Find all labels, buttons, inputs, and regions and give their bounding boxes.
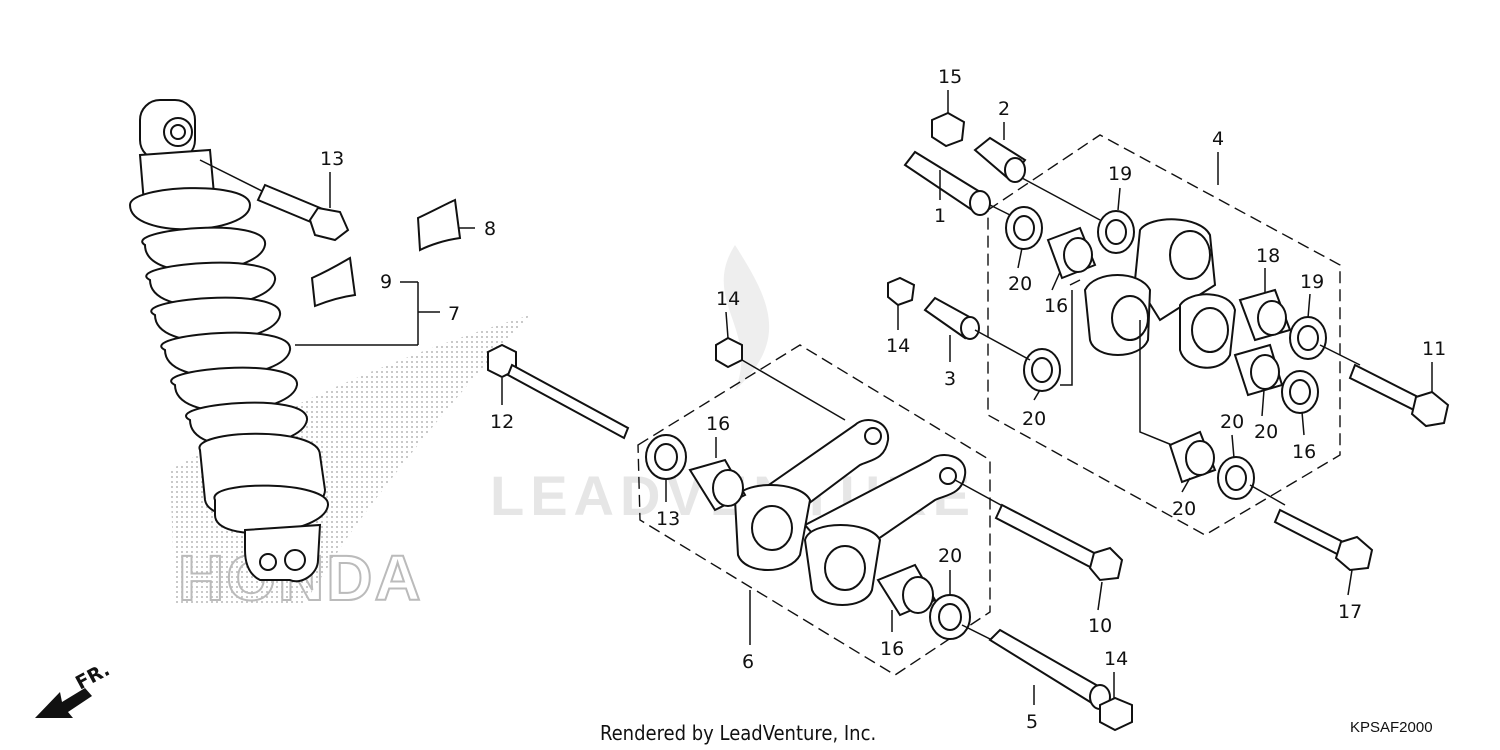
callout-4: 4 bbox=[1212, 128, 1224, 150]
collar-3 bbox=[923, 296, 1031, 361]
callout-3: 3 bbox=[944, 368, 956, 390]
callout-16: 16 bbox=[706, 413, 730, 435]
callout-2: 2 bbox=[998, 98, 1010, 120]
callout-14: 14 bbox=[1104, 648, 1128, 670]
bearings-lower bbox=[645, 434, 971, 640]
footer-credit: Rendered by LeadVenture, Inc. bbox=[600, 721, 876, 745]
callout-16: 16 bbox=[1044, 295, 1068, 317]
callout-leaders bbox=[329, 90, 1433, 705]
callout-19: 19 bbox=[1108, 163, 1132, 185]
cushion-arm-4 bbox=[1083, 218, 1237, 369]
front-direction-arrow: FR. bbox=[35, 658, 113, 718]
callout-8: 8 bbox=[484, 218, 496, 240]
callout-7: 7 bbox=[448, 303, 460, 325]
front-direction-label: FR. bbox=[72, 658, 113, 694]
bolt-13-lower bbox=[1249, 484, 1374, 572]
callout-20: 20 bbox=[938, 545, 962, 567]
callout-20: 20 bbox=[1022, 408, 1046, 430]
callout-20: 20 bbox=[1220, 411, 1244, 433]
callout-1: 1 bbox=[934, 205, 946, 227]
callout-20: 20 bbox=[1008, 273, 1032, 295]
callout-18: 18 bbox=[1256, 245, 1280, 267]
callout-17: 20 bbox=[1172, 498, 1196, 520]
callout-20: 13 bbox=[656, 508, 680, 530]
callout-10: 10 bbox=[1088, 615, 1112, 637]
collar-5 bbox=[961, 624, 1111, 710]
bolt-10 bbox=[954, 479, 1124, 582]
shock-absorber bbox=[128, 99, 330, 583]
callout-6: 6 bbox=[742, 651, 754, 673]
callout-14: 14 bbox=[886, 335, 910, 357]
callout-12: 12 bbox=[490, 411, 514, 433]
callout-9: 9 bbox=[380, 271, 392, 293]
callout-15: 15 bbox=[938, 66, 962, 88]
label-sticker-8 bbox=[416, 198, 462, 252]
callout-labels: 15 2 4 19 13 8 1 9 7 20 16 18 19 14 14 3… bbox=[320, 66, 1446, 733]
nut-15 bbox=[931, 111, 966, 148]
shock-spring bbox=[141, 226, 309, 448]
bolt-11 bbox=[1319, 344, 1450, 428]
collar-2 bbox=[973, 136, 1101, 221]
shock-arm-link-6 bbox=[733, 419, 967, 606]
callout-16: 20 bbox=[1254, 421, 1278, 443]
assembly-outline-4 bbox=[987, 134, 1341, 536]
callout-11: 11 bbox=[1422, 338, 1446, 360]
collar-1 bbox=[903, 150, 1011, 216]
seals-upper bbox=[1005, 206, 1327, 500]
callout-19: 19 bbox=[1300, 271, 1324, 293]
callout-14: 14 bbox=[716, 288, 740, 310]
callout-13: 13 bbox=[320, 148, 344, 170]
callout-16: 16 bbox=[880, 638, 904, 660]
label-sticker-9 bbox=[310, 256, 357, 308]
nut-14-upper bbox=[887, 276, 916, 307]
diagram-code: KPSAF2000 bbox=[1350, 719, 1433, 736]
assembly-outline-6 bbox=[637, 344, 991, 676]
leader-lines bbox=[295, 227, 1173, 446]
callout-20: 16 bbox=[1292, 441, 1316, 463]
bolt-12 bbox=[487, 343, 630, 440]
nut-14-lower bbox=[1099, 696, 1133, 732]
bolt-13-upper bbox=[199, 159, 350, 242]
bearings-upper bbox=[1046, 226, 1292, 484]
callout-13: 17 bbox=[1338, 601, 1362, 623]
callout-5: 5 bbox=[1026, 711, 1038, 733]
nut-14-middle bbox=[715, 336, 846, 421]
